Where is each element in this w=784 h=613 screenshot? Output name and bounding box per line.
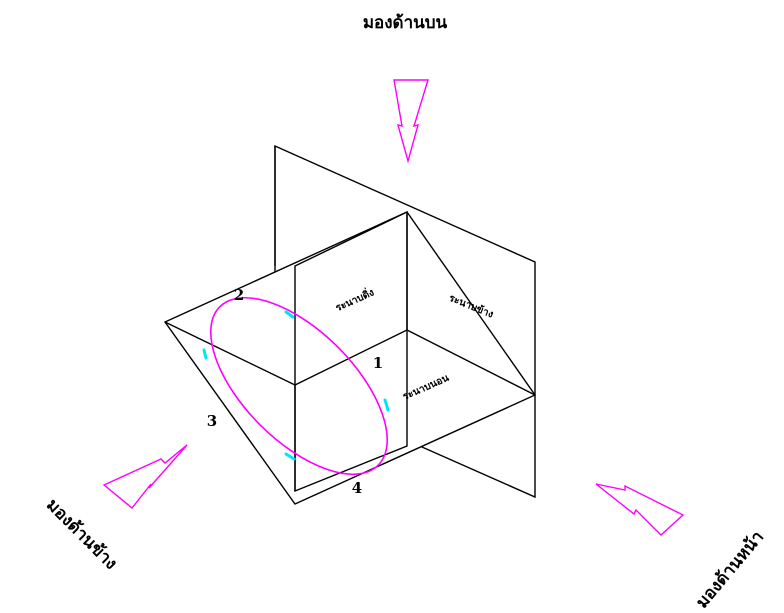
quadrant-3-label: 3 (207, 412, 217, 430)
front-view-arrow (595, 483, 685, 536)
quadrant-2-label: 2 (234, 286, 244, 304)
quadrant-4-label: 4 (352, 479, 362, 497)
intersection-line-d (164, 321, 296, 386)
intersection-line-c (406, 329, 536, 396)
ellipse-tick-marks (202, 310, 390, 461)
quadrant-1-label: 1 (373, 354, 383, 372)
top-view-arrow (393, 79, 429, 164)
side-view-label: มองด้านข้าง (42, 495, 121, 574)
top-view-label: มองด้านบน (363, 13, 448, 33)
rotation-ellipse (209, 296, 389, 476)
intersection-line-b (294, 329, 408, 386)
side-view-arrow (102, 444, 188, 509)
front-view-label: มองด้านหน้า (692, 527, 768, 612)
